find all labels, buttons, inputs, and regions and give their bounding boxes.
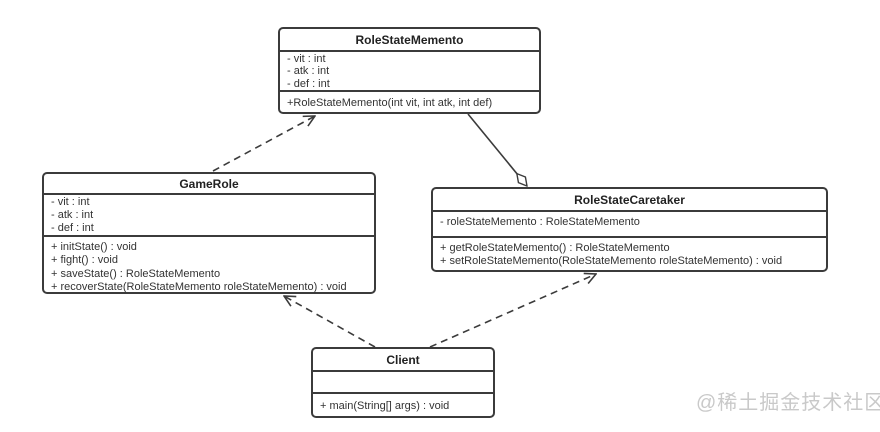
dependency-arrow-gamerole-to-memento bbox=[212, 116, 315, 172]
attribute: - atk : int bbox=[51, 209, 94, 221]
attribute: - roleStateMemento : RoleStateMemento bbox=[440, 216, 640, 228]
attribute: - def : int bbox=[287, 77, 330, 90]
class-title: GameRole bbox=[44, 174, 374, 195]
attribute: - vit : int bbox=[287, 53, 326, 65]
attribute: - def : int bbox=[51, 222, 94, 234]
class-title: RoleStateCaretaker bbox=[433, 189, 826, 212]
class-title: Client bbox=[313, 349, 493, 372]
class-methods: +RoleStateMemento(int vit, int atk, int … bbox=[280, 90, 539, 116]
class-methods: + main(String[] args) : void bbox=[313, 392, 493, 420]
method: + initState() : void bbox=[51, 241, 137, 253]
class-title: RoleStateMemento bbox=[280, 29, 539, 52]
class-rolestatecaretaker: RoleStateCaretaker - roleStateMemento : … bbox=[431, 187, 828, 272]
method: + setRoleStateMemento(RoleStateMemento r… bbox=[440, 255, 783, 268]
class-methods: + initState() : void + fight() : void + … bbox=[44, 235, 374, 296]
class-attributes bbox=[313, 372, 493, 392]
class-attributes: - vit : int - atk : int - def : int bbox=[280, 52, 539, 90]
dependency-arrow-client-to-gamerole bbox=[284, 296, 376, 348]
class-attributes: - roleStateMemento : RoleStateMemento bbox=[433, 212, 826, 236]
class-client: Client + main(String[] args) : void bbox=[311, 347, 495, 418]
watermark-text: @稀土掘金技术社区 bbox=[696, 392, 880, 414]
method: +RoleStateMemento(int vit, int atk, int … bbox=[287, 97, 493, 109]
method: + main(String[] args) : void bbox=[320, 400, 450, 412]
method: + recoverState(RoleStateMemento roleStat… bbox=[51, 281, 347, 294]
dependency-arrow-client-to-caretaker bbox=[429, 274, 596, 348]
aggregation-line-caretaker-to-memento bbox=[467, 113, 527, 186]
method: + saveState() : RoleStateMemento bbox=[51, 267, 221, 280]
class-rolestatememento: RoleStateMemento - vit : int - atk : int… bbox=[278, 27, 541, 114]
class-attributes: - vit : int - atk : int - def : int bbox=[44, 195, 374, 235]
attribute: - atk : int bbox=[287, 65, 330, 78]
class-gamerole: GameRole - vit : int - atk : int - def :… bbox=[42, 172, 376, 294]
method: + fight() : void bbox=[51, 254, 118, 267]
class-methods: + getRoleStateMemento() : RoleStateMemen… bbox=[433, 236, 826, 274]
method: + getRoleStateMemento() : RoleStateMemen… bbox=[440, 242, 670, 254]
attribute: - vit : int bbox=[51, 196, 90, 208]
